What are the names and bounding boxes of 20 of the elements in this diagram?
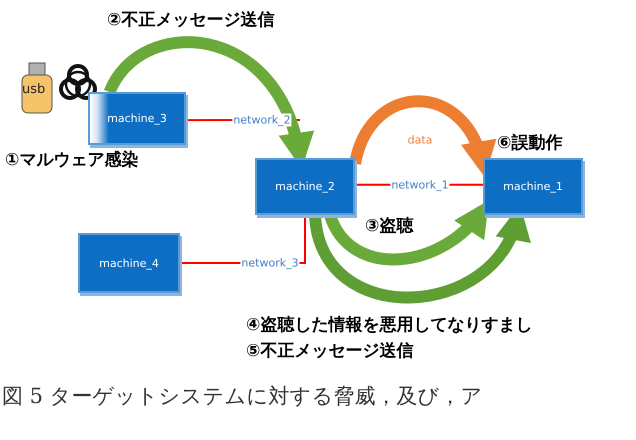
step-annotation: ⑤不正メッセージ送信 xyxy=(246,340,414,362)
curved-arrow xyxy=(349,95,494,177)
machine-label: machine_3 xyxy=(107,112,167,125)
step-annotation: ①マルウェア感染 xyxy=(5,149,138,171)
machine-box xyxy=(78,233,180,293)
figure-caption: 図 5 ターゲットシステムに対する脅威，及び，ア xyxy=(2,383,483,410)
machine-label: machine_4 xyxy=(99,256,159,270)
machine-box xyxy=(255,158,355,215)
step-annotation: ⑥誤動作 xyxy=(497,132,562,154)
edge-label: data xyxy=(406,134,434,146)
machine-label: machine_1 xyxy=(503,180,563,193)
step-annotation: ④盗聴した情報を悪用してなりすまし xyxy=(246,314,532,336)
edge-label: network_3 xyxy=(240,256,300,270)
machine-label: machine_2 xyxy=(275,180,335,193)
edge-label: network_1 xyxy=(390,178,450,192)
step-annotation: ②不正メッセージ送信 xyxy=(107,9,274,31)
machine-box xyxy=(483,158,583,215)
machine-box xyxy=(88,92,186,145)
edge-label: network_2 xyxy=(232,114,292,126)
icon-label: usb xyxy=(22,82,46,97)
